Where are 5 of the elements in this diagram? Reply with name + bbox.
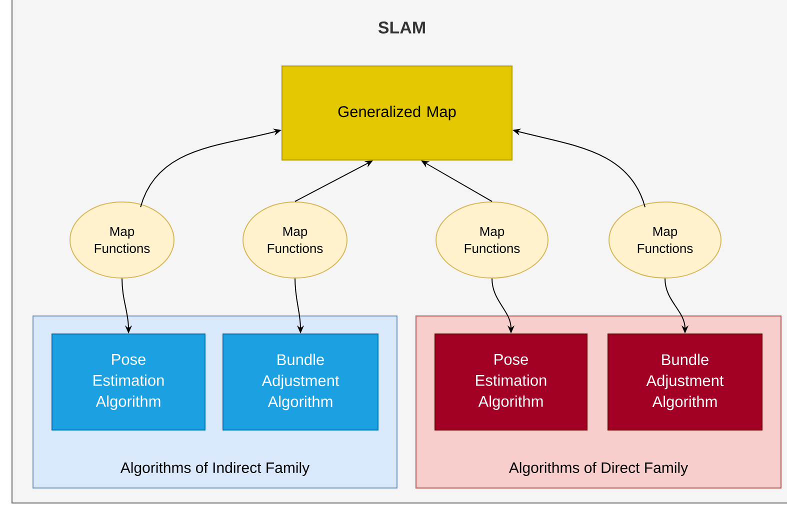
algorithm-box: Pose Estimation Algorithm — [434, 333, 588, 430]
algorithm-box: Pose Estimation Algorithm — [52, 333, 206, 430]
algorithm-box: Bundle Adjustment Algorithm — [608, 333, 762, 430]
map-box: Generalized Map — [282, 66, 512, 160]
algorithm-box: Bundle Adjustment Algorithm — [222, 333, 378, 430]
